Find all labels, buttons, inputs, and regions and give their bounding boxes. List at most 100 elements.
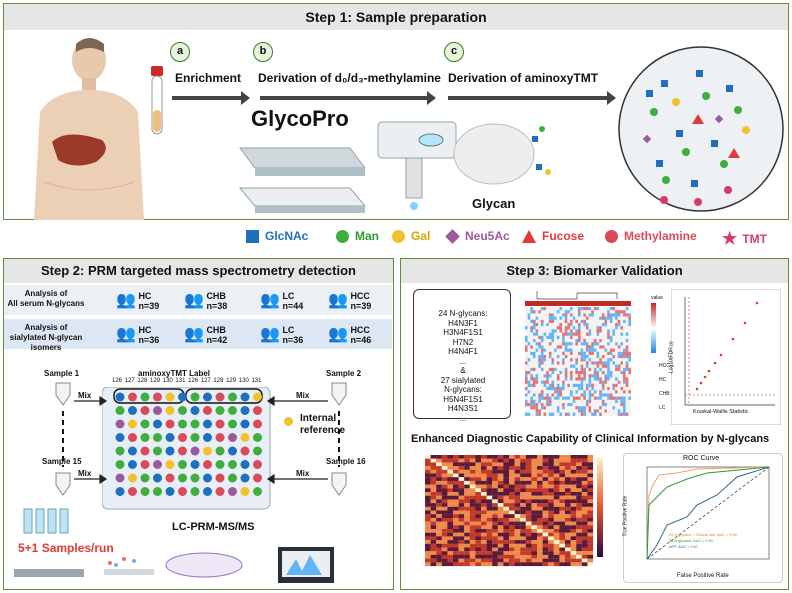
heatmap-cell <box>578 387 581 391</box>
well <box>253 446 262 456</box>
heatmap-cell <box>583 396 586 400</box>
correlation-cell <box>559 540 566 544</box>
heatmap-cell <box>580 403 584 407</box>
correlation-cell <box>497 540 504 544</box>
heatmap-cell <box>548 412 552 416</box>
heatmap-cell <box>543 412 547 416</box>
heatmap-cell <box>607 313 610 317</box>
heatmap-cell <box>599 380 602 384</box>
heatmap-cell <box>538 326 541 330</box>
heatmap-cell <box>604 409 608 413</box>
heatmap-cell <box>625 361 629 365</box>
heatmap-cell <box>583 383 586 388</box>
correlation-cell <box>447 492 454 496</box>
heatmap-cell <box>543 371 547 375</box>
correlation-cell <box>509 532 515 537</box>
heatmap-cell <box>567 313 571 317</box>
correlation-cell <box>503 469 510 474</box>
correlation-cell <box>548 506 554 511</box>
heatmap-cell <box>615 406 618 410</box>
heatmap-cell <box>623 371 626 375</box>
mix-label-15: Mix <box>78 469 92 478</box>
correlation-cell <box>553 547 560 552</box>
heatmap-cell <box>615 396 618 400</box>
heatmap-cell <box>538 351 541 356</box>
correlation-cell <box>520 499 526 504</box>
correlation-cell <box>514 458 521 463</box>
heatmap-cell <box>570 316 573 320</box>
heatmap-cell <box>580 406 584 410</box>
heatmap-cell <box>546 393 549 397</box>
correlation-cell <box>475 455 482 459</box>
correlation-cell <box>509 455 515 459</box>
correlation-cell <box>453 466 459 470</box>
correlation-cell <box>537 488 543 493</box>
heatmap-cell <box>583 313 586 317</box>
correlation-cell <box>576 480 582 485</box>
heatmap-cell <box>540 364 544 368</box>
correlation-cell <box>492 521 498 526</box>
heatmap-cell <box>585 339 589 343</box>
well <box>190 406 200 415</box>
heatmap-cell <box>604 319 608 324</box>
correlation-cell <box>548 499 554 504</box>
well <box>178 473 187 483</box>
correlation-cell <box>581 455 588 459</box>
heatmap-cell <box>612 323 616 327</box>
correlation-cell <box>581 480 588 485</box>
heatmap-cell <box>609 345 613 349</box>
correlation-cell <box>453 480 459 485</box>
step-a-marker: a <box>170 42 190 62</box>
well <box>140 406 150 415</box>
well <box>165 419 175 429</box>
heatmap-cell <box>599 351 602 356</box>
correlation-cell <box>441 495 448 500</box>
heatmap-cell <box>527 332 531 336</box>
heatmap-cell <box>623 355 626 359</box>
heatmap-cell <box>525 403 528 407</box>
heatmap-cell <box>543 380 547 384</box>
heatmap-cell <box>609 377 613 381</box>
heatmap-cell <box>580 339 584 343</box>
well <box>153 419 162 429</box>
heatmap-cell <box>599 409 602 413</box>
correlation-cell <box>565 547 571 552</box>
correlation-cell <box>503 554 510 559</box>
correlation-cell <box>503 480 510 485</box>
heatmap-cell <box>617 355 621 359</box>
heatmap-cell <box>623 342 626 346</box>
correlation-cell <box>520 503 526 507</box>
heatmap-cell <box>607 355 610 359</box>
heatmap-cell <box>527 319 531 324</box>
heatmap-cell <box>540 390 544 394</box>
correlation-cell <box>447 477 454 481</box>
correlation-cell <box>441 480 448 485</box>
correlation-cell <box>447 488 454 493</box>
correlation-cell <box>430 455 437 459</box>
correlation-cell <box>481 547 487 552</box>
heatmap-cell <box>551 383 555 388</box>
correlation-cell <box>548 517 554 522</box>
correlation-cell <box>436 499 442 504</box>
heatmap-cell <box>570 387 573 391</box>
heatmap-cell <box>556 326 560 330</box>
heatmap-cell <box>593 387 597 391</box>
correlation-cell <box>425 529 431 533</box>
heatmap-cell <box>554 390 557 394</box>
heatmap-cell <box>532 355 536 359</box>
heatmap-cell <box>575 371 579 375</box>
heatmap-cell <box>535 332 539 336</box>
heatmap-cell <box>572 387 576 391</box>
heatmap-cell <box>585 393 589 397</box>
heatmap-cell <box>551 329 555 333</box>
correlation-cell <box>581 488 588 493</box>
correlation-cell <box>542 529 549 533</box>
correlation-cell <box>497 466 504 470</box>
correlation-cell <box>570 551 577 555</box>
heatmap-cell <box>527 377 531 381</box>
heatmap-cell <box>578 380 581 384</box>
correlation-cell <box>548 458 554 463</box>
heatmap-cell <box>607 377 610 381</box>
well <box>215 433 225 442</box>
heatmap-cell <box>599 364 602 368</box>
